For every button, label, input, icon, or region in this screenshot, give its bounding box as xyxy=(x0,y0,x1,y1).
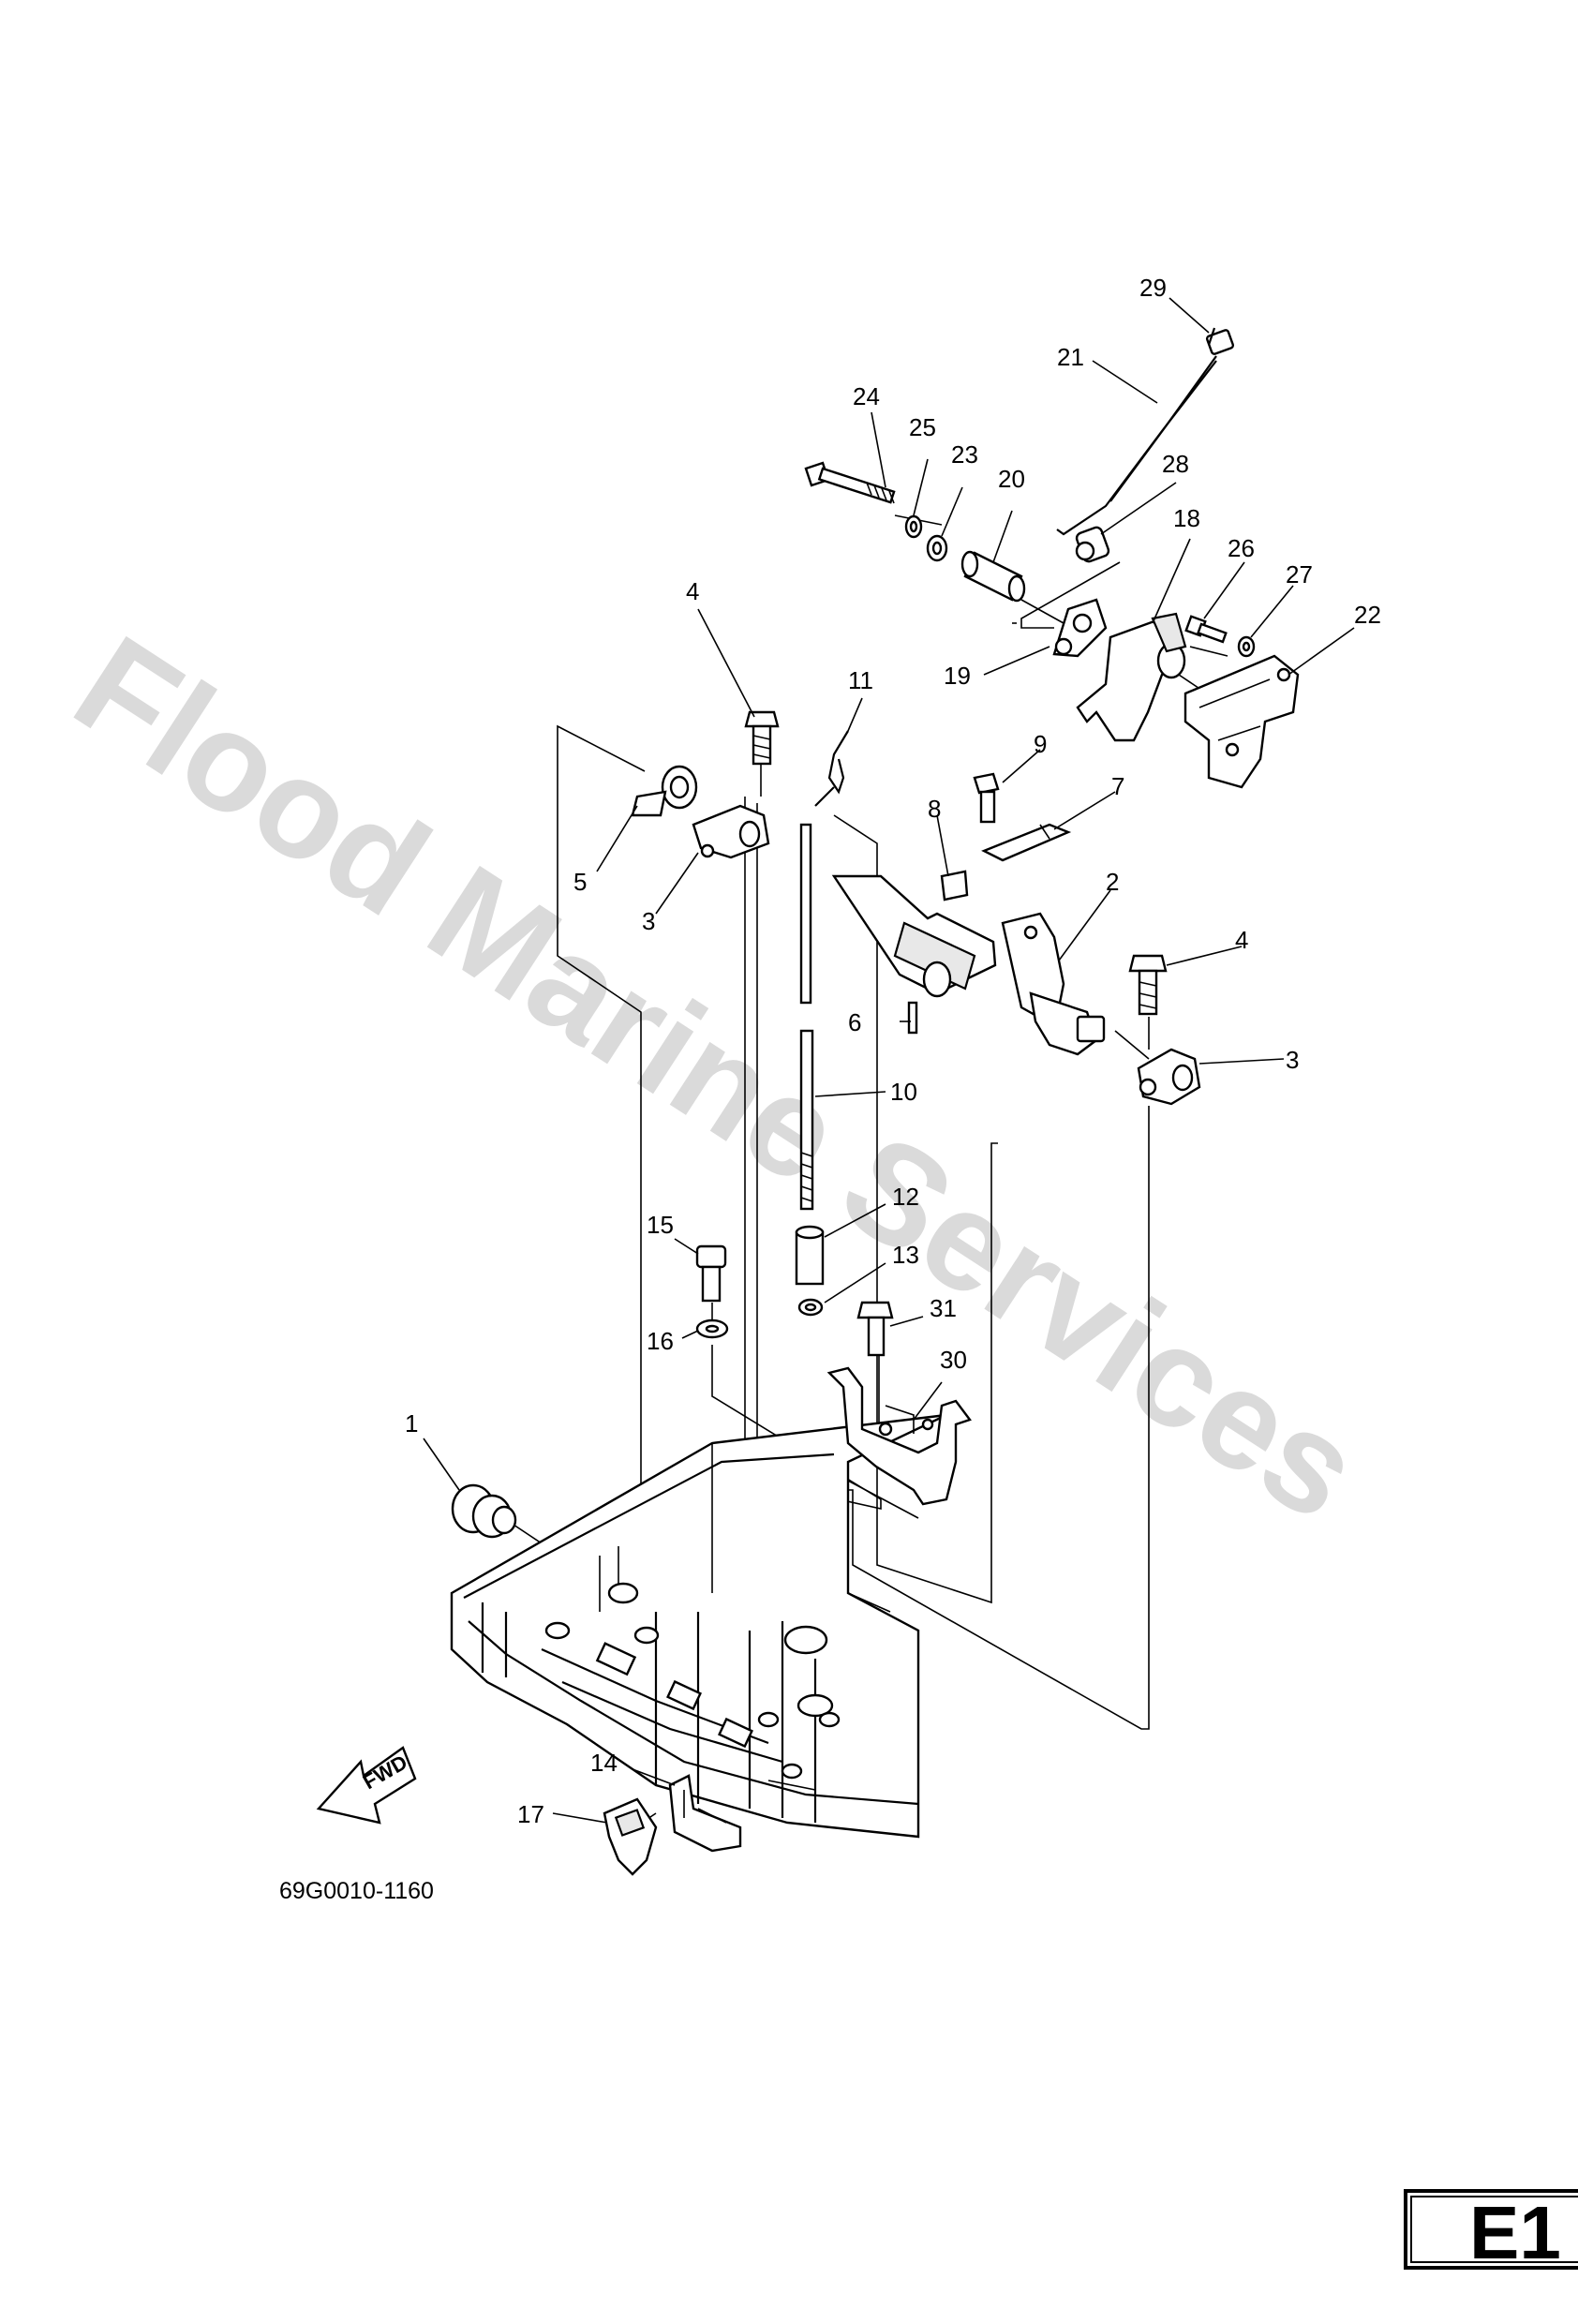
callout-9: 9 xyxy=(1034,730,1047,758)
callout-22: 22 xyxy=(1354,601,1381,629)
callout-8: 8 xyxy=(928,795,941,823)
fwd-arrow-icon: FWD xyxy=(316,1746,417,1825)
part-7-plate xyxy=(981,823,1072,862)
callout-15: 15 xyxy=(647,1211,674,1239)
callout-2: 2 xyxy=(1106,868,1119,896)
part-5-grommet xyxy=(631,765,698,817)
callout-5: 5 xyxy=(573,868,587,896)
callout-6: 6 xyxy=(848,1008,861,1036)
part-6-pin xyxy=(907,1001,918,1035)
callout-27: 27 xyxy=(1286,560,1313,588)
callout-11: 11 xyxy=(848,666,873,694)
callout-10: 10 xyxy=(890,1078,917,1106)
part-2-shift-assembly xyxy=(831,874,1106,1056)
part-31-bolt xyxy=(856,1301,894,1357)
callout-20: 20 xyxy=(998,465,1025,493)
diagram-code: 69G0010-1160 xyxy=(279,1878,434,1904)
page-code: E1 xyxy=(1469,2191,1561,2274)
part-3-clamp-top xyxy=(692,804,770,859)
callout-3-top: 3 xyxy=(642,907,655,935)
part-21-rod xyxy=(1056,355,1217,536)
part-18-lever xyxy=(1076,612,1187,742)
part-13-nut xyxy=(797,1298,824,1317)
part-28-joint xyxy=(1075,526,1110,563)
callout-30: 30 xyxy=(940,1346,967,1374)
callout-4-top: 4 xyxy=(686,577,699,605)
callout-28: 28 xyxy=(1162,450,1189,478)
part-29-screw xyxy=(1205,327,1235,355)
callout-19: 19 xyxy=(944,662,971,690)
part-3-clamp-right xyxy=(1137,1048,1201,1106)
callout-26: 26 xyxy=(1228,534,1255,562)
part-4-bolt-right xyxy=(1128,954,1168,1016)
part-11-clip xyxy=(814,730,849,807)
part-25-washer xyxy=(904,514,923,539)
page-code-box: E1 xyxy=(1404,2189,1578,2274)
callout-21: 21 xyxy=(1057,343,1084,371)
callout-13: 13 xyxy=(892,1241,919,1269)
callout-24: 24 xyxy=(853,382,880,410)
part-4-bolt-top xyxy=(744,710,780,766)
callout-labels: 29 21 24 25 23 20 28 18 26 27 22 19 4 11… xyxy=(405,274,1381,1828)
callout-4-right: 4 xyxy=(1235,926,1248,954)
part-20-collar xyxy=(960,550,1026,603)
callout-31: 31 xyxy=(930,1294,957,1322)
callout-17: 17 xyxy=(517,1800,544,1828)
part-22-bracket xyxy=(1184,654,1300,789)
part-8-nut xyxy=(940,870,969,901)
part-1-grommet xyxy=(451,1483,517,1539)
callout-18: 18 xyxy=(1173,504,1200,532)
callout-7: 7 xyxy=(1111,772,1124,800)
part-23-washer xyxy=(926,534,948,562)
part-17-clip xyxy=(603,1797,658,1876)
part-27-washer xyxy=(1237,635,1256,658)
part-16-washer xyxy=(695,1318,729,1339)
callout-14: 14 xyxy=(590,1749,618,1777)
callout-16: 16 xyxy=(647,1327,674,1355)
part-24-bolt xyxy=(804,461,896,504)
part-12-collar xyxy=(795,1225,825,1286)
leader-lines xyxy=(423,297,1355,1824)
callout-3-right: 3 xyxy=(1286,1046,1299,1074)
part-9-bolt xyxy=(973,772,1000,824)
callout-1: 1 xyxy=(405,1409,418,1438)
part-19-lever xyxy=(1052,598,1108,658)
part-14-clip xyxy=(668,1774,742,1853)
callout-25: 25 xyxy=(909,413,936,441)
callout-23: 23 xyxy=(951,440,978,469)
bottom-cowling xyxy=(450,1413,947,1839)
part-10-rod xyxy=(799,823,814,1211)
callout-29: 29 xyxy=(1139,274,1167,302)
part-26-screw xyxy=(1184,615,1228,644)
callout-12: 12 xyxy=(892,1183,919,1211)
part-15-bolt xyxy=(695,1244,727,1303)
part-30-bracket xyxy=(826,1366,972,1506)
